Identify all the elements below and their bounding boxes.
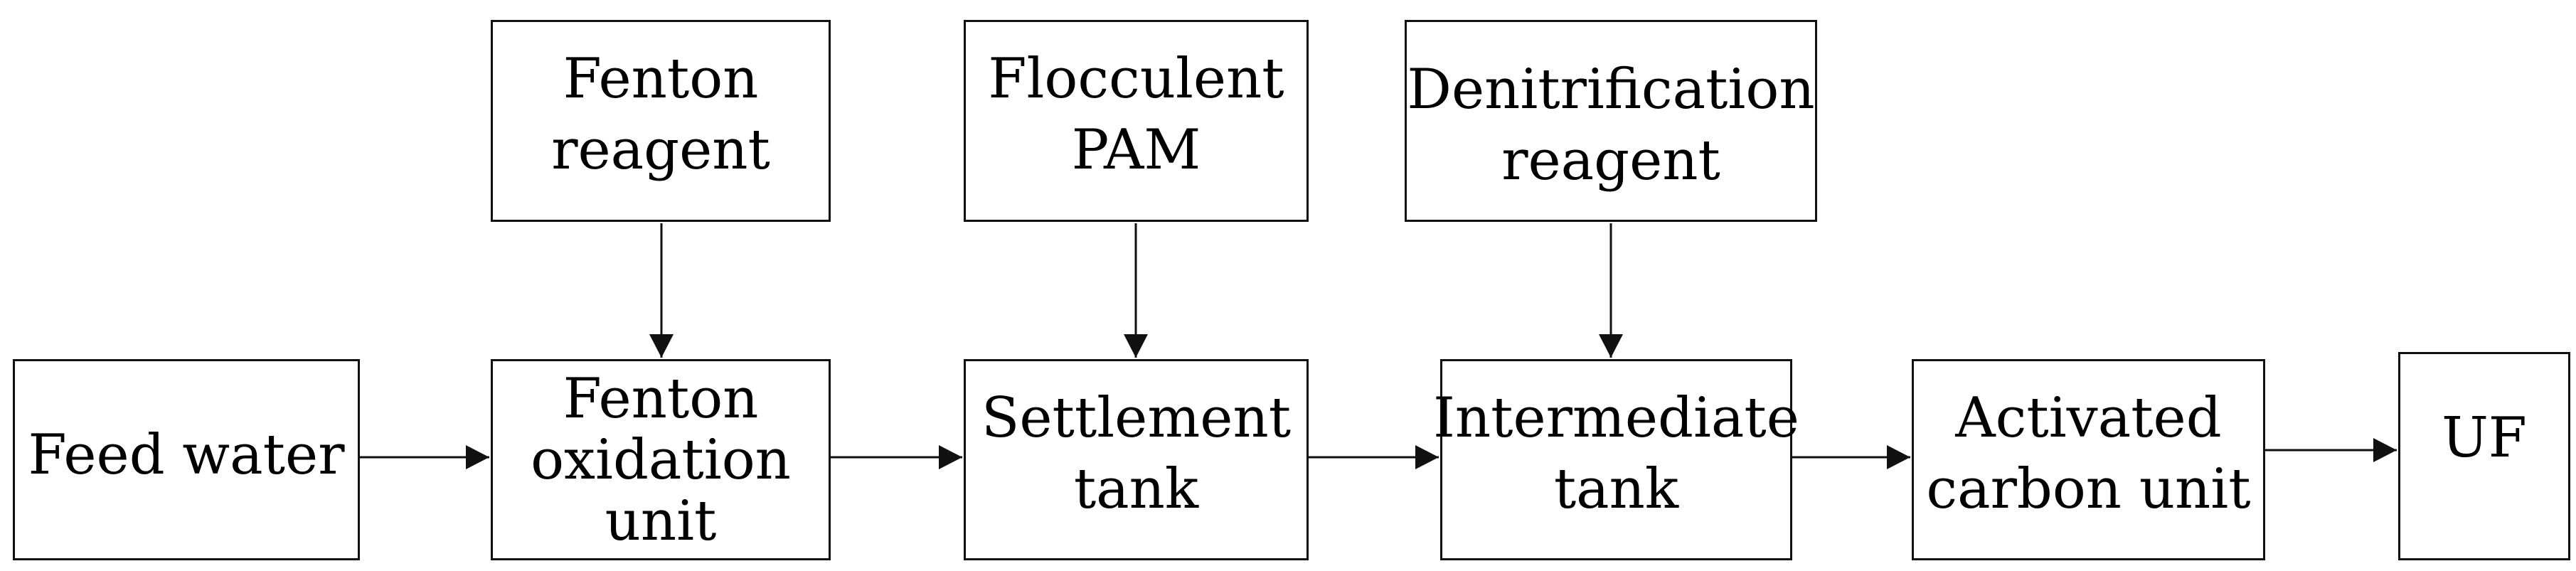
denitrification-reagent-label-line-2: reagent	[1501, 129, 1720, 193]
arrowhead-flocculent	[1124, 334, 1148, 358]
uf-box: UF	[2398, 352, 2570, 560]
activated-carbon-label-line-1: Activated	[1955, 386, 2222, 450]
uf-label: UF	[2442, 406, 2527, 470]
feed-water-box: Feed water	[13, 359, 360, 560]
arrowhead-fenton-reagent	[649, 334, 674, 358]
fenton-oxidation-label-line-3: unit	[605, 489, 717, 553]
arrowhead-feed	[466, 445, 489, 469]
fenton-oxidation-label-line-2: oxidation	[531, 428, 791, 492]
flocculent-pam-box: Flocculent PAM	[964, 20, 1309, 222]
arrowhead-settlement	[1415, 445, 1439, 469]
fenton-oxidation-label-line-1: Fenton	[563, 367, 759, 431]
arrowhead-denitrification	[1599, 334, 1623, 358]
fenton-reagent-box: Fenton reagent	[491, 20, 831, 222]
flocculent-pam-label-line-1: Flocculent	[988, 47, 1284, 111]
settlement-tank-box: Settlement tank	[964, 359, 1309, 560]
intermediate-tank-box: Intermediate tank	[1433, 359, 1799, 560]
feed-water-label: Feed water	[28, 423, 345, 487]
settlement-tank-label-line-1: Settlement	[981, 386, 1292, 450]
arrowhead-oxidation	[939, 445, 962, 469]
arrowhead-activated	[2373, 438, 2397, 462]
flocculent-pam-label-line-2: PAM	[1071, 118, 1201, 182]
intermediate-tank-label-line-1: Intermediate	[1433, 386, 1799, 450]
settlement-tank-label-line-2: tank	[1073, 457, 1199, 521]
intermediate-tank-label-line-2: tank	[1553, 457, 1679, 521]
denitrification-reagent-label-line-1: Denitrification	[1407, 58, 1815, 122]
fenton-oxidation-unit-box: Fenton oxidation unit	[491, 359, 831, 560]
arrowhead-intermediate	[1887, 445, 1910, 469]
denitrification-reagent-box: Denitrification reagent	[1405, 20, 1817, 222]
fenton-reagent-label-line-2: reagent	[551, 118, 770, 182]
activated-carbon-label-line-2: carbon unit	[1926, 457, 2251, 521]
activated-carbon-unit-box: Activated carbon unit	[1912, 359, 2265, 560]
fenton-reagent-label-line-1: Fenton	[563, 47, 759, 111]
